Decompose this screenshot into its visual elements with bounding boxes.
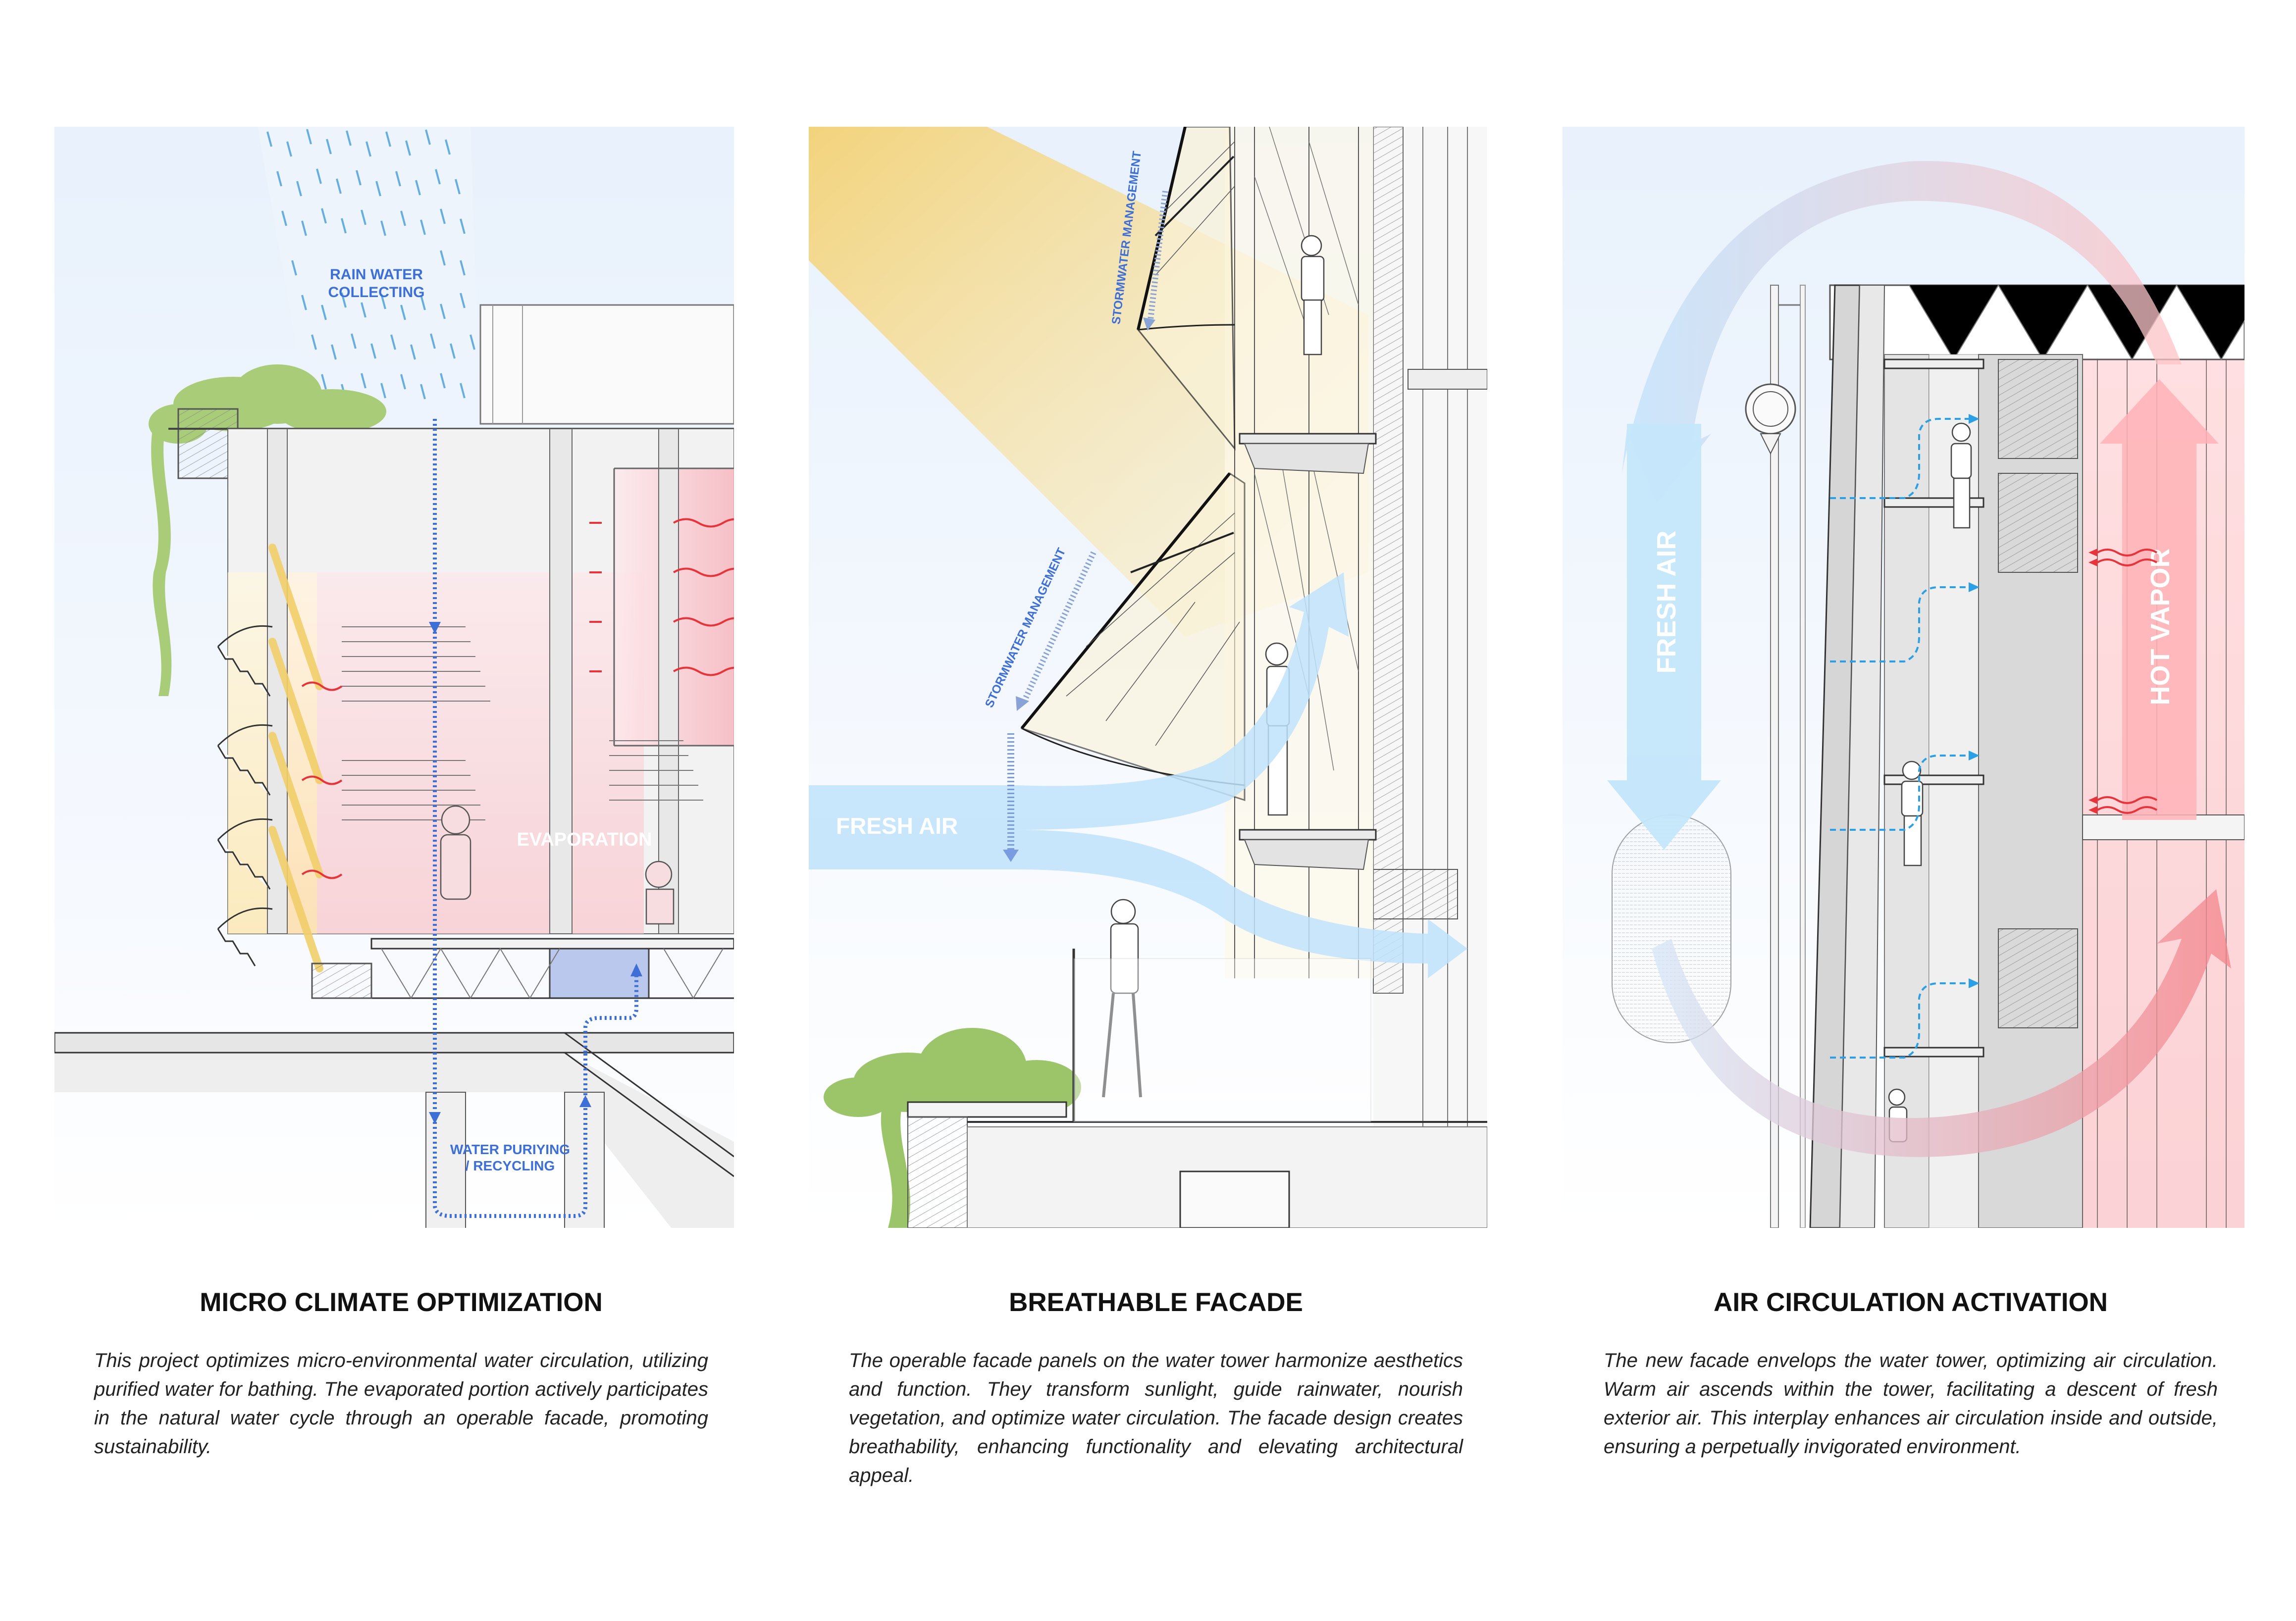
water-recycling-loop (433, 419, 638, 1218)
caption-breathable-facade: BREATHABLE FACADE The operable facade pa… (849, 1287, 1463, 1490)
caption-air-circulation: AIR CIRCULATION ACTIVATION The new facad… (1604, 1287, 2218, 1461)
heat-arrowheads (2088, 549, 2097, 814)
caption-micro-climate: MICRO CLIMATE OPTIMIZATION This project … (94, 1287, 708, 1461)
bather-figures (440, 805, 675, 925)
heat-wave-arrows (301, 518, 734, 879)
micro-climate-illustration: RAIN WATER COLLECTING (54, 127, 734, 1228)
air-circulation-section-drawing: FRESH AIR HOT VAPOR (1563, 127, 2244, 1228)
facade-cladding (1809, 284, 2244, 1228)
water-purifying-label-line2: / RECYCLING (466, 1158, 555, 1173)
fresh-air-stream (809, 572, 1467, 978)
hot-vapor-label: HOT VAPOR (2145, 548, 2175, 705)
water-tower-structure (1373, 127, 1487, 1228)
upper-building-mass (479, 304, 734, 425)
fresh-air-column (1607, 424, 1721, 850)
rain-water-label-line2: COLLECTING (328, 284, 425, 301)
sun-deflector-blades (268, 544, 323, 972)
section-title: AIR CIRCULATION ACTIVATION (1714, 1288, 2108, 1317)
micro-climate-section-drawing: RAIN WATER COLLECTING (54, 127, 734, 1228)
fresh-air-label: FRESH AIR (1652, 530, 1681, 673)
rain-streaks (258, 127, 480, 434)
operable-facade-panels (1020, 127, 1246, 802)
breathable-facade-section-drawing: FRESH AIR STORMWATER MANAGEMENT STORMWAT… (809, 127, 1487, 1228)
ground-slab (54, 1032, 734, 1228)
exterior-pole-and-tank (1612, 285, 1806, 1228)
green-roof (824, 1028, 1081, 1228)
section-description: This project optimizes micro-environment… (94, 1350, 708, 1458)
evaporation-label: EVAPORATION (517, 829, 652, 850)
water-purifying-label-line1: WATER PURIYING (450, 1142, 570, 1157)
ground-level (907, 949, 1487, 1228)
building-section (168, 408, 734, 966)
heat-wave-arrows (2096, 549, 2158, 814)
flow-arrowheads (429, 622, 642, 1124)
glass-balcony-column (1225, 127, 1377, 978)
section-title: MICRO CLIMATE OPTIMIZATION (200, 1288, 603, 1317)
fresh-air-label: FRESH AIR (836, 813, 958, 839)
hot-vapor-column (2100, 379, 2219, 820)
air-circulation-illustration: FRESH AIR HOT VAPOR (1563, 127, 2244, 1228)
section-description: The new facade envelops the water tower,… (1604, 1350, 2218, 1458)
section-description: The operable facade panels on the water … (849, 1350, 1463, 1486)
fresh-air-inflow-arrows (1830, 418, 1969, 1059)
inflow-arrowheads (1969, 414, 1980, 988)
rain-water-label-line1: RAIN WATER (330, 266, 423, 283)
circulation-arc-bottom (1652, 889, 2231, 1157)
circulation-arc-top (1622, 161, 2182, 504)
section-title: BREATHABLE FACADE (1009, 1288, 1303, 1317)
breathable-facade-illustration: FRESH AIR STORMWATER MANAGEMENT STORMWAT… (809, 127, 1487, 1228)
